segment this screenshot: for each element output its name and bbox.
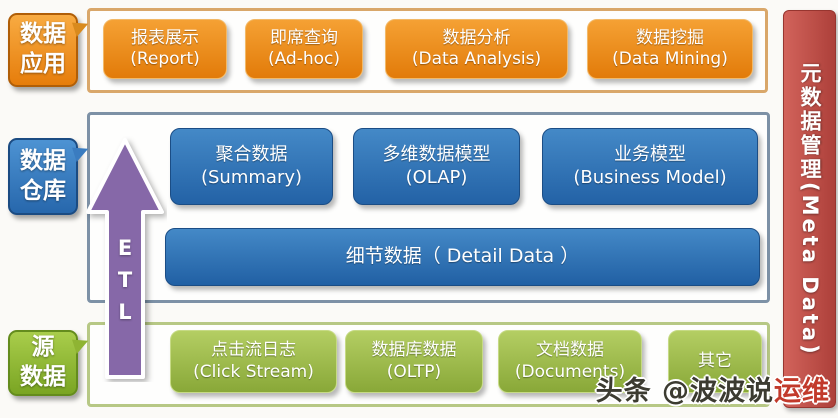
box-report-en: (Report) bbox=[130, 49, 200, 69]
etl-letter-t: T bbox=[117, 268, 133, 292]
label-data-application-line1: 数据 bbox=[20, 21, 66, 48]
label-data-application: 数据 应用 bbox=[8, 13, 91, 87]
box-oltp-zh: 数据库数据 bbox=[371, 340, 457, 361]
watermark: 头条 @波波说运维 bbox=[596, 369, 830, 408]
label-source-data-line1: 源 bbox=[31, 334, 55, 361]
box-click-stream: 点击流日志 (Click Stream) bbox=[170, 330, 337, 393]
box-data-mining: 数据挖掘 (Data Mining) bbox=[587, 19, 753, 79]
box-summary-en: (Summary) bbox=[200, 166, 303, 188]
box-documents-zh: 文档数据 bbox=[536, 340, 604, 361]
box-data-mining-zh: 数据挖掘 bbox=[636, 27, 704, 48]
box-data-mining-en: (Data Mining) bbox=[612, 49, 728, 69]
box-oltp-en: (OLTP) bbox=[386, 361, 442, 382]
label-data-warehouse-line1: 数据 bbox=[20, 147, 66, 174]
box-business-model-zh: 业务模型 bbox=[614, 144, 686, 165]
box-documents-en: (Documents) bbox=[514, 361, 626, 382]
box-other-zh: 其它 bbox=[698, 350, 732, 371]
box-adhoc-zh: 即席查询 bbox=[270, 27, 338, 48]
box-olap: 多维数据模型 (OLAP) bbox=[353, 128, 520, 205]
label-source-data: 源 数据 bbox=[8, 330, 91, 396]
box-adhoc-en: (Ad-hoc) bbox=[267, 49, 341, 69]
box-report-zh: 报表展示 bbox=[131, 27, 199, 48]
watermark-suffix: 运维 bbox=[774, 376, 830, 407]
box-business-model-en: (Business Model) bbox=[573, 166, 727, 188]
box-adhoc: 即席查询 (Ad-hoc) bbox=[245, 19, 363, 79]
box-data-analysis-en: (Data Analysis) bbox=[411, 49, 542, 69]
etl-letter-e: E bbox=[117, 236, 133, 260]
box-report: 报表展示 (Report) bbox=[103, 19, 227, 79]
etl-label: E T L bbox=[83, 232, 167, 328]
box-detail-data-text: 细节数据（ Detail Data ） bbox=[345, 245, 580, 268]
meta-data-bar-text: 元数据管理(Meta Data) bbox=[798, 61, 822, 357]
watermark-prefix: 头条 @波波说 bbox=[595, 376, 774, 407]
box-other: 其它 bbox=[668, 330, 762, 393]
label-source-data-line2: 数据 bbox=[20, 364, 66, 390]
box-olap-zh: 多维数据模型 bbox=[382, 144, 491, 165]
label-data-warehouse: 数据 仓库 bbox=[8, 138, 91, 215]
box-oltp: 数据库数据 (OLTP) bbox=[345, 330, 483, 393]
box-data-analysis-zh: 数据分析 bbox=[442, 27, 511, 48]
box-data-analysis: 数据分析 (Data Analysis) bbox=[385, 19, 568, 79]
label-data-application-line2: 应用 bbox=[20, 51, 66, 77]
box-summary-zh: 聚合数据 bbox=[215, 144, 288, 165]
meta-data-bar: 元数据管理(Meta Data) bbox=[783, 10, 836, 408]
box-click-stream-en: (Click Stream) bbox=[193, 361, 314, 382]
label-data-warehouse-line2: 仓库 bbox=[20, 177, 66, 204]
box-detail-data: 细节数据（ Detail Data ） bbox=[165, 228, 760, 286]
box-business-model: 业务模型 (Business Model) bbox=[542, 128, 758, 205]
etl-letter-l: L bbox=[118, 300, 132, 324]
box-documents: 文档数据 (Documents) bbox=[498, 330, 642, 393]
etl-arrow: E T L bbox=[83, 136, 167, 382]
box-summary: 聚合数据 (Summary) bbox=[170, 128, 333, 205]
etl-arrow-shape bbox=[86, 138, 164, 379]
box-click-stream-zh: 点击流日志 bbox=[211, 340, 296, 361]
box-olap-en: (OLAP) bbox=[405, 166, 468, 188]
